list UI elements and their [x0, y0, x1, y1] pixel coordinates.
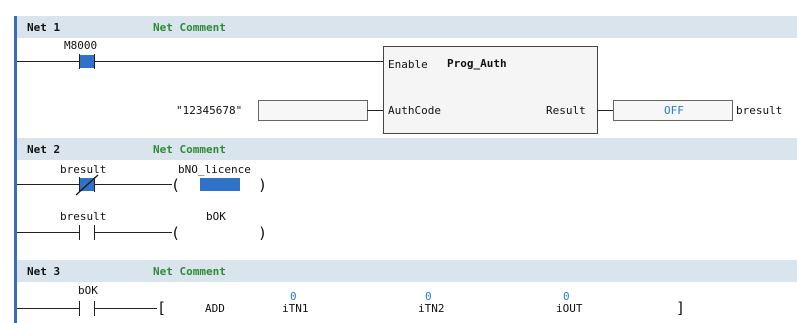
contact-bar-left — [79, 177, 80, 192]
nc-slash-icon — [75, 174, 99, 196]
contact-bok-label: bOK — [78, 284, 98, 297]
contact-m8000-label: M8000 — [64, 39, 98, 52]
coil-left-paren: ( — [171, 176, 181, 194]
net-3-comment[interactable]: Net Comment — [153, 265, 226, 278]
fb-enable-pin: Enable — [388, 58, 428, 71]
contact-bok-right[interactable] — [94, 301, 95, 316]
power-rail-left — [14, 16, 17, 323]
coil-right-paren: ) — [258, 224, 268, 242]
operand-2-name[interactable]: iTN2 — [418, 302, 445, 315]
net-1-label: Net 1 — [27, 21, 61, 34]
rung-wire — [17, 232, 79, 233]
result-output-var: bresult — [736, 104, 783, 117]
function-block-prog-auth[interactable] — [383, 46, 598, 134]
authcode-input-field[interactable] — [258, 100, 368, 121]
operand-1-value: 0 — [290, 290, 297, 303]
contact-bresult-no-left[interactable] — [79, 225, 80, 240]
authcode-input-literal: "12345678" — [176, 104, 243, 117]
net-1-header[interactable]: Net 1 Net Comment — [17, 16, 797, 38]
contact-m8000[interactable] — [80, 55, 94, 68]
coil-right-paren: ) — [258, 176, 268, 194]
result-output-field[interactable]: OFF — [613, 100, 733, 121]
rung-wire — [17, 61, 79, 62]
rung-wire — [95, 61, 383, 62]
result-value: OFF — [664, 104, 684, 117]
contact-bar-left — [79, 54, 80, 69]
net-2-label: Net 2 — [27, 143, 61, 156]
contact-bresult-nc-label: bresult — [60, 163, 107, 176]
fb-input-wire — [367, 110, 383, 111]
rung-wire — [95, 308, 157, 309]
contact-bar-right — [94, 54, 95, 69]
fb-name: Prog_Auth — [447, 57, 507, 70]
net-2-comment[interactable]: Net Comment — [153, 143, 226, 156]
contact-bresult-no-right[interactable] — [94, 225, 95, 240]
net-1-comment[interactable]: Net Comment — [153, 21, 226, 34]
operand-3-value: 0 — [563, 290, 570, 303]
instr-name[interactable]: ADD — [205, 302, 225, 315]
contact-bok-left[interactable] — [79, 301, 80, 316]
rung-wire — [95, 232, 172, 233]
operand-3-name[interactable]: iOUT — [556, 302, 583, 315]
coil-bok-label: bOK — [206, 210, 226, 223]
coil-bno-licence[interactable] — [200, 178, 240, 191]
net-2-header[interactable]: Net 2 Net Comment — [17, 138, 797, 160]
contact-bresult-no-label: bresult — [60, 210, 107, 223]
coil-bno-licence-label: bNO_licence — [178, 163, 251, 176]
fb-input-pin: AuthCode — [388, 104, 441, 117]
rung-wire — [17, 184, 79, 185]
instr-left-bracket: [ — [157, 299, 167, 317]
net-3-label: Net 3 — [27, 265, 61, 278]
rung-wire — [17, 308, 79, 309]
rung-wire — [95, 184, 172, 185]
contact-bar-right — [94, 177, 95, 192]
operand-1-name[interactable]: iTN1 — [282, 302, 309, 315]
net-3-header[interactable]: Net 3 Net Comment — [17, 260, 797, 282]
fb-output-wire — [597, 110, 613, 111]
coil-left-paren: ( — [171, 224, 181, 242]
operand-2-value: 0 — [425, 290, 432, 303]
instr-right-bracket: ] — [676, 299, 686, 317]
fb-output-pin: Result — [546, 104, 586, 117]
